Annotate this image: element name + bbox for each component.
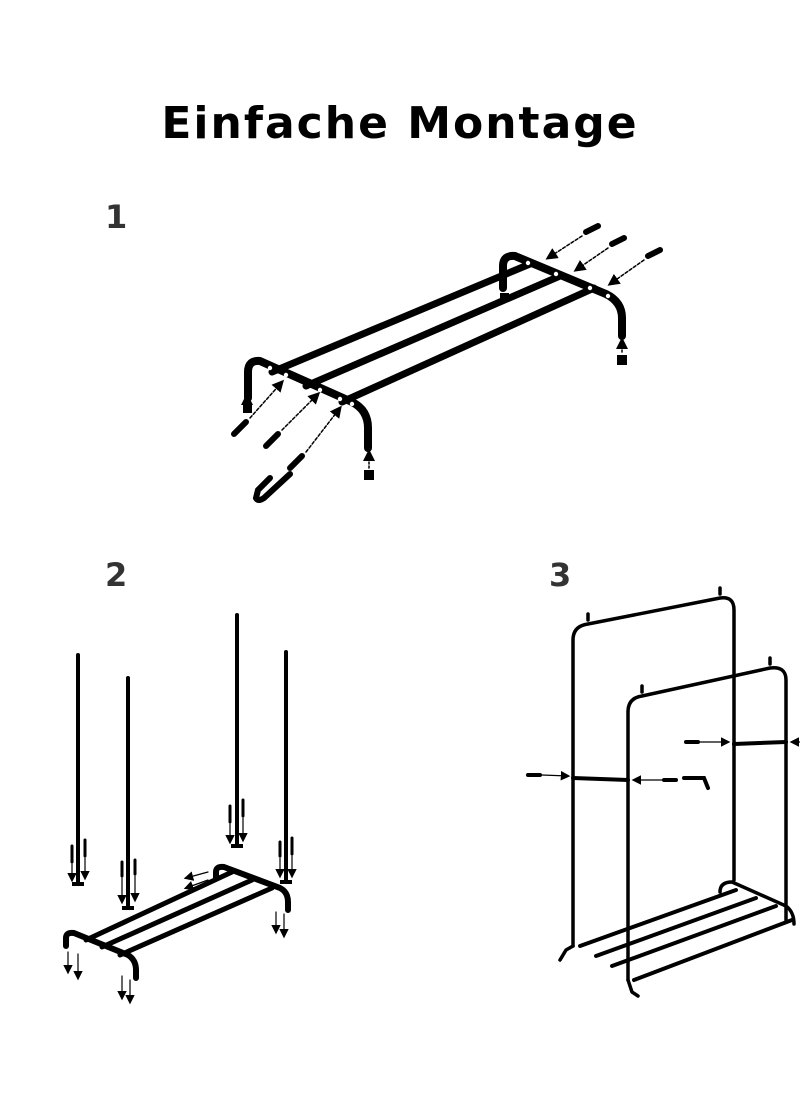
page-title: Einfache Montage bbox=[161, 98, 639, 149]
allen-key bbox=[252, 471, 293, 503]
step-3-diagram bbox=[526, 586, 800, 998]
foot-cap bbox=[617, 355, 627, 365]
step-2-diagram bbox=[63, 613, 297, 1005]
back-frame bbox=[571, 596, 736, 948]
bar-2 bbox=[302, 272, 564, 390]
foot-cap bbox=[243, 404, 252, 413]
left-end-bracket bbox=[244, 356, 372, 452]
step-1-diagram bbox=[231, 223, 663, 503]
base-left-bracket bbox=[63, 929, 139, 981]
bar-3 bbox=[338, 284, 598, 406]
screw bbox=[263, 431, 281, 449]
step-2-number: 2 bbox=[105, 556, 128, 594]
screw bbox=[583, 223, 601, 235]
screw bbox=[609, 235, 627, 247]
cross-bar bbox=[571, 776, 630, 782]
cross-bar bbox=[732, 740, 788, 746]
allen-key bbox=[682, 776, 710, 790]
foot-cap bbox=[364, 470, 374, 480]
bar-1 bbox=[268, 260, 534, 376]
base-back bbox=[558, 944, 575, 962]
screw bbox=[231, 419, 249, 437]
step-3-number: 3 bbox=[549, 556, 572, 594]
front-frame bbox=[626, 666, 788, 982]
foot-cap bbox=[500, 293, 509, 302]
screw bbox=[645, 247, 663, 259]
screw bbox=[287, 453, 305, 471]
step-1-number: 1 bbox=[105, 198, 128, 236]
